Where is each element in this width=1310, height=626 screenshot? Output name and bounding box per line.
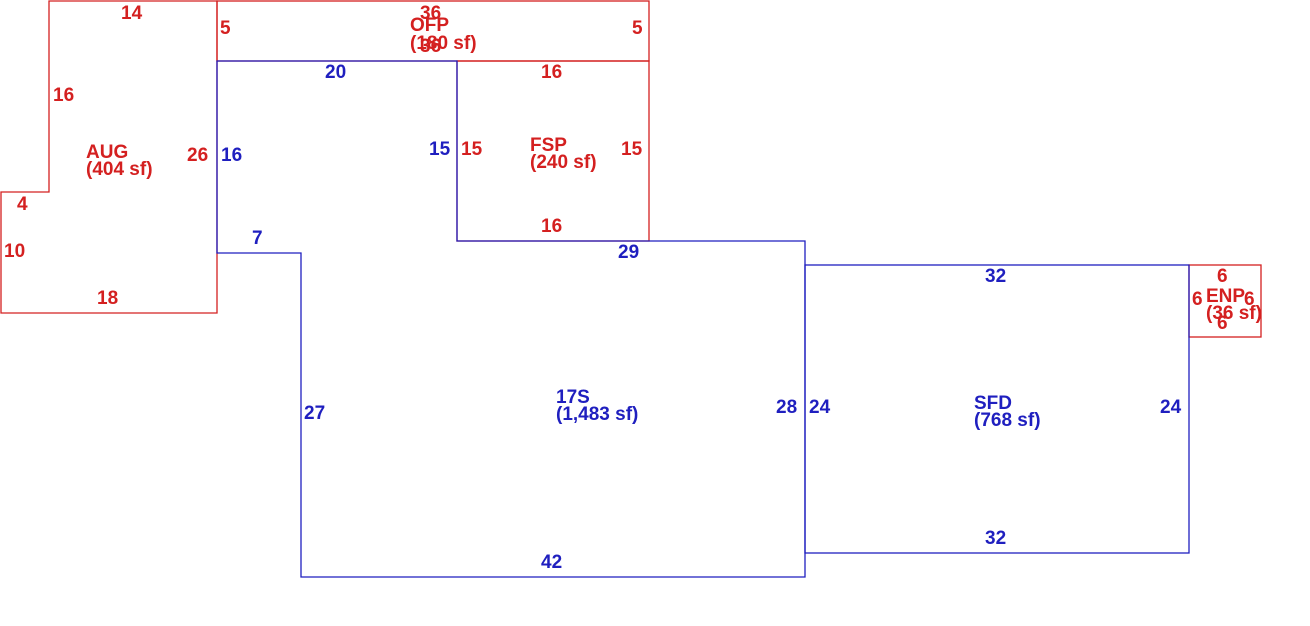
- main-dim-notch: 15: [429, 139, 451, 160]
- enp-dim-top: 6: [1217, 266, 1228, 287]
- fsp-dim-right: 15: [621, 139, 643, 160]
- sfd-dim-left: 24: [809, 397, 831, 418]
- sfd-area: (768 sf): [974, 410, 1041, 431]
- aug-dim-step: 4: [17, 194, 28, 215]
- aug-area: (404 sf): [86, 159, 153, 180]
- aug-name: AUG: [86, 142, 128, 163]
- sfd-dim-top: 32: [985, 266, 1006, 287]
- ofp-area: (180 sf): [410, 33, 477, 54]
- main-dim-left-lower: 27: [304, 403, 325, 424]
- fsp-dim-bottom: 16: [541, 216, 562, 237]
- red-outlines: [0, 0, 1262, 338]
- aug-dim-right: 26: [187, 145, 208, 166]
- fsp-dim-top: 16: [541, 62, 562, 83]
- sfd-outline: [804, 264, 1190, 554]
- aug-dim-left-lower: 10: [4, 241, 25, 262]
- fsp-area: (240 sf): [530, 152, 597, 173]
- aug-dim-bottom: 18: [97, 288, 118, 309]
- enp-dim-left: 6: [1192, 289, 1203, 310]
- enp-dim-right: 6: [1244, 289, 1255, 310]
- aug-dim-top: 14: [121, 3, 143, 24]
- main-dim-top: 20: [325, 62, 346, 83]
- main-dim-left-upper: 16: [221, 145, 242, 166]
- sfd-dim-bottom: 32: [985, 528, 1006, 549]
- ofp-dim-right: 5: [632, 18, 643, 39]
- enp-area: (36 sf): [1206, 303, 1262, 324]
- blue-outlines: [216, 60, 1190, 578]
- ofp-dim-top: 36: [420, 3, 441, 24]
- fsp-name: FSP: [530, 135, 567, 156]
- main-outline: [216, 60, 806, 578]
- enp-name: ENP: [1206, 286, 1245, 307]
- main-name: 17S: [556, 387, 590, 408]
- main-area: (1,483 sf): [556, 404, 638, 425]
- main-dim-step-top: 29: [618, 242, 639, 263]
- main-dim-bottom: 42: [541, 552, 562, 573]
- sfd-dim-right: 24: [1160, 397, 1182, 418]
- sfd-name: SFD: [974, 393, 1012, 414]
- ofp-dim-left: 5: [220, 18, 231, 39]
- ofp-dim-bottom: 36: [420, 36, 441, 57]
- ofp-name: OFP: [410, 15, 449, 36]
- main-dim-right: 28: [776, 397, 797, 418]
- main-dim-step: 7: [252, 228, 263, 249]
- enp-dim-bottom: 6: [1217, 313, 1228, 334]
- fsp-dim-left: 15: [461, 139, 483, 160]
- aug-dim-left-upper: 16: [53, 85, 74, 106]
